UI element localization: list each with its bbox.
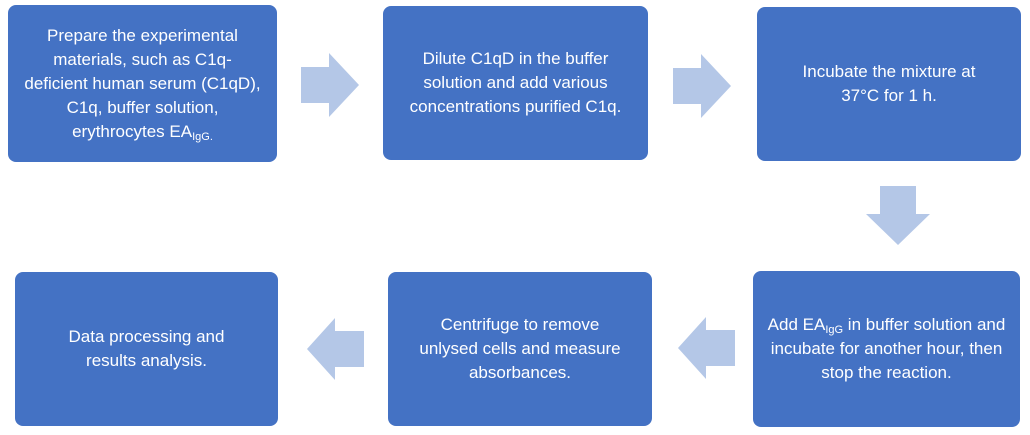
step-add-ea-igg: Add EAIgG in buffer solution and incubat… [753, 271, 1020, 427]
step-add-ea-igg-text-after: in buffer solution and incubate for anot… [770, 315, 1006, 382]
step-data-processing: Data processing and results analysis. [15, 272, 278, 426]
arrow-down-icon [866, 186, 930, 245]
step-centrifuge: Centrifuge to remove unlysed cells and m… [388, 272, 652, 426]
step-incubate-mixture: Incubate the mixture at 37°C for 1 h. [757, 7, 1021, 161]
arrow-left-icon [307, 318, 364, 380]
step-centrifuge-text: Centrifuge to remove unlysed cells and m… [419, 315, 621, 382]
arrow-left-icon [678, 317, 735, 379]
arrow-right-icon [301, 53, 359, 117]
step-add-ea-igg-text-before: Add EA [767, 315, 826, 334]
step-data-processing-text: Data processing and results analysis. [68, 327, 225, 370]
step-dilute-c1qd: Dilute C1qD in the buffer solution and a… [383, 6, 648, 160]
step-prepare-materials-subscript: IgG. [192, 130, 213, 143]
step-add-ea-igg-subscript: IgG [825, 324, 844, 336]
step-prepare-materials-text: Prepare the experimental materials, such… [24, 25, 261, 141]
step-dilute-c1qd-text: Dilute C1qD in the buffer solution and a… [409, 49, 622, 116]
step-prepare-materials: Prepare the experimental materials, such… [8, 5, 277, 162]
arrow-right-icon [673, 54, 731, 118]
step-incubate-mixture-text: Incubate the mixture at 37°C for 1 h. [802, 62, 976, 105]
